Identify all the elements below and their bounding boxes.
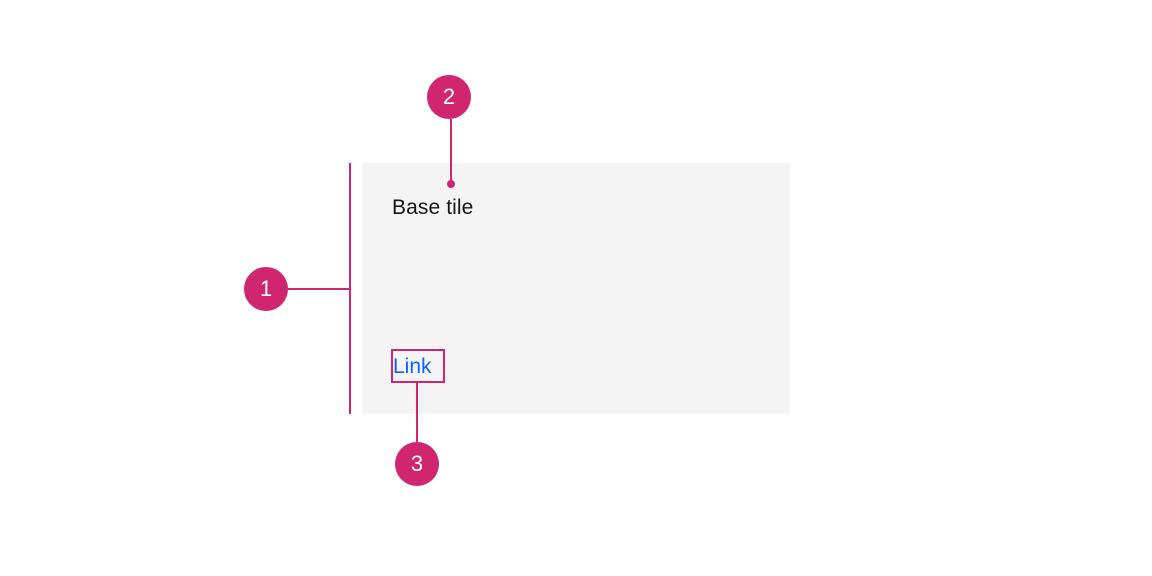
- annotation-marker-2[interactable]: 2: [427, 75, 471, 119]
- annotation-3-leader-line: [416, 383, 418, 442]
- tile-link[interactable]: Link: [393, 355, 432, 378]
- annotation-3-highlight-box: [391, 349, 445, 383]
- annotation-2-point-dot: [447, 180, 455, 188]
- tile-title: Base tile: [392, 196, 474, 219]
- annotation-1-leader-line: [288, 288, 351, 290]
- base-tile[interactable]: Base tile Link: [362, 163, 790, 414]
- annotation-2-leader-line: [450, 119, 452, 184]
- annotation-marker-1[interactable]: 1: [244, 267, 288, 311]
- annotation-marker-3[interactable]: 3: [395, 442, 439, 486]
